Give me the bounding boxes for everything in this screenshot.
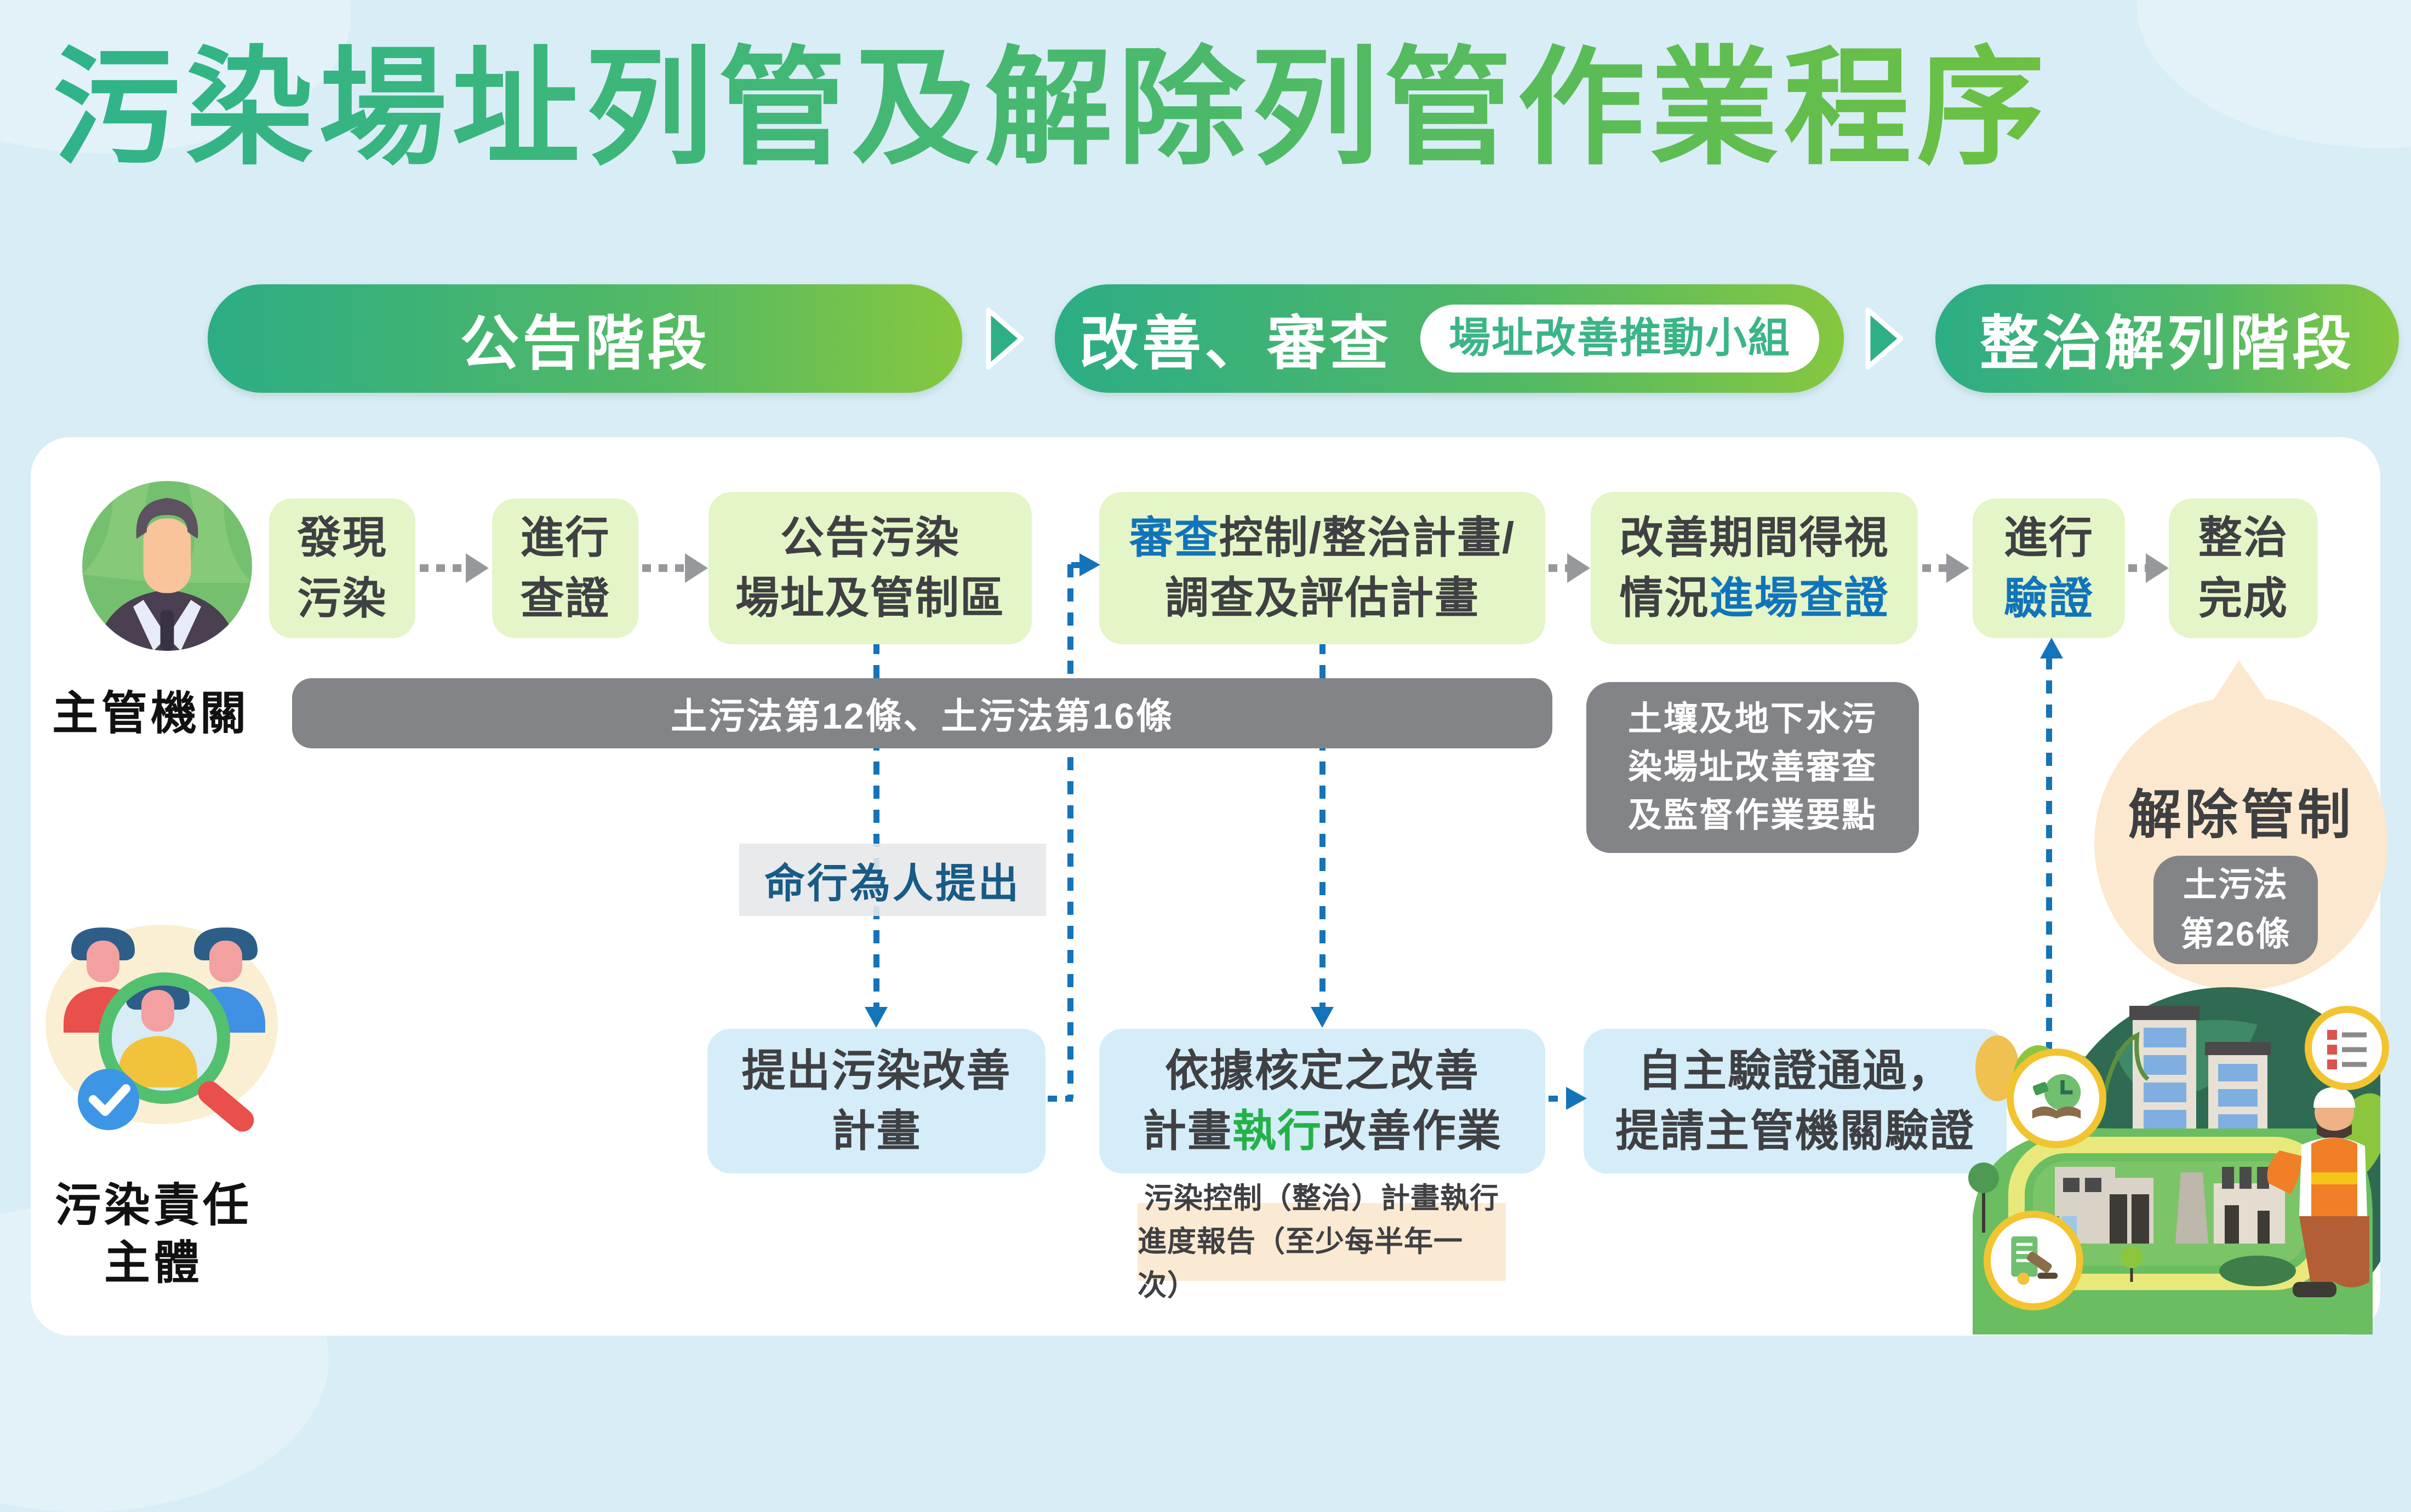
- note-text: 染場址改善審查: [1627, 748, 1877, 786]
- flow-box-text: 進行: [520, 513, 610, 563]
- flow-arrow-icon: [2146, 553, 2169, 583]
- law-text: 土污法: [2183, 866, 2288, 904]
- flow-box-text: 發現: [297, 513, 387, 563]
- release-title-text: 解除管制: [2128, 785, 2354, 845]
- stage-pill-improvement-review: 改善、審查 場址改善推動小組: [1055, 284, 1844, 393]
- note-text: 污染控制（整治）計畫執行: [1144, 1182, 1499, 1215]
- flow-box-site-inspect: 改善期間得視 情況進場查證: [1591, 492, 1918, 644]
- release-title: 解除管制: [2104, 771, 2378, 849]
- flow-box-text: 整治: [2198, 513, 2288, 563]
- checklist-icon: [2305, 1006, 2389, 1090]
- flow-arrow-icon: [420, 564, 466, 572]
- flow-box-text: 依據核定之改善: [1165, 1046, 1479, 1095]
- flow-box-text: 改善作業: [1322, 1107, 1502, 1155]
- law-bar: 土污法第12條、土污法第16條: [292, 678, 1552, 748]
- flow-box-text: 審查控制/整治計畫/: [1129, 508, 1515, 568]
- review-guideline-note: 土壤及地下水污 染場址改善審查 及監督作業要點: [1586, 682, 1919, 853]
- highlight-text: 執行: [1232, 1107, 1322, 1155]
- flow-box-complete: 整治 完成: [2169, 499, 2318, 638]
- flow-box-review-plan: 審查控制/整治計畫/ 調查及評估計畫: [1099, 492, 1545, 644]
- connector-announce-to-propose: [873, 641, 879, 1007]
- flow-box-text: 污染: [297, 574, 387, 623]
- arrow-right-icon: [1566, 1087, 1587, 1110]
- highlight-text: 審查: [1129, 513, 1219, 562]
- flow-box-text: 計畫: [1142, 1107, 1232, 1155]
- actor-label-text: 主管機關: [52, 688, 249, 739]
- actor-label-text: 主體: [104, 1237, 203, 1288]
- flow-box-text: 計畫執行改善作業: [1142, 1101, 1502, 1161]
- flow-box-text: 調查及評估計畫: [1165, 574, 1479, 622]
- flow-arrow-icon: [685, 553, 708, 583]
- official-avatar-icon: [82, 481, 252, 651]
- flow-box-text: 情況進場查證: [1620, 568, 1889, 628]
- order-label: 命行為人提出: [739, 844, 1046, 916]
- flow-box-text: 提出污染改善: [741, 1046, 1012, 1095]
- highlight-text: 驗證: [2004, 574, 2094, 623]
- flow-box-text: 進行: [2004, 513, 2094, 563]
- stage-label: 改善、審查: [1079, 310, 1392, 376]
- flow-box-text: 提請主管機關驗證: [1615, 1107, 1975, 1155]
- flow-arrow-icon: [642, 564, 686, 572]
- note-text: 土壤及地下水污: [1627, 700, 1877, 738]
- arrow-up-icon: [2040, 638, 2063, 658]
- stage-pill-announcement: 公告階段: [208, 284, 962, 393]
- connector-execute-to-selfverify: [1549, 1096, 1569, 1102]
- flow-box-text: 計畫: [831, 1107, 922, 1155]
- flow-arrow-icon: [1922, 564, 1950, 572]
- progress-report-note: 污染控制（整治）計畫執行 進度報告（至少每半年一次）: [1138, 1182, 1506, 1302]
- flow-box-text: 改善期間得視: [1619, 513, 1889, 562]
- arrow-down-icon: [1311, 1007, 1334, 1028]
- responsible-parties-icon: [45, 925, 278, 1132]
- flow-arrow-icon: [1567, 553, 1590, 583]
- stage-pill-remediation-delisting: 整治解列階段: [1935, 284, 2399, 393]
- connector-propose-to-review: [1067, 564, 1073, 1099]
- flow-box-validate: 進行 驗證: [1973, 499, 2125, 638]
- stage-badge: 場址改善推動小組: [1420, 305, 1819, 373]
- stage-arrow-icon: [1865, 307, 1904, 370]
- flow-box-verify: 進行 查證: [492, 499, 638, 638]
- background-cloud: [2137, 0, 2411, 148]
- stage-label: 公告階段: [460, 310, 710, 376]
- flow-box-text: 場址及管制區: [735, 574, 1005, 622]
- flow-box-propose: 提出污染改善 計畫: [707, 1029, 1045, 1173]
- actor-responsible-label: 污染責任 主體: [22, 1177, 285, 1292]
- release-law-box: 土污法 第26條: [2153, 856, 2318, 964]
- page-title: 污染場址列管及解除列管作業程序: [53, 26, 2113, 191]
- connector-selfverify-to-validate: [2046, 656, 2052, 1099]
- flow-box-text: 自主驗證通過，: [1638, 1046, 1952, 1095]
- law-bar-text: 土污法第12條、土污法第16條: [671, 696, 1174, 736]
- flow-arrow-icon: [466, 553, 489, 583]
- connector-review-to-execute: [1319, 641, 1326, 1007]
- flow-arrow-icon: [1946, 553, 1969, 583]
- book-clock-icon: [2007, 1049, 2106, 1148]
- note-text: 及監督作業要點: [1627, 797, 1877, 835]
- actor-label-text: 污染責任: [54, 1179, 252, 1231]
- flow-box-text: 完成: [2198, 574, 2288, 623]
- gavel-document-icon: [1984, 1211, 2083, 1310]
- flow-box-discover: 發現 污染: [269, 499, 415, 638]
- arrow-down-icon: [865, 1007, 888, 1028]
- connector-review-stub: [1071, 562, 1085, 568]
- connector-propose-stub: [1048, 1096, 1073, 1102]
- stage-label: 整治解列階段: [1979, 310, 2355, 376]
- flow-box-announce: 公告污染 場址及管制區: [709, 492, 1032, 644]
- flow-arrow-icon: [1549, 564, 1569, 572]
- highlight-text: 進場查證: [1709, 574, 1889, 622]
- flow-box-text: 情況: [1619, 574, 1710, 622]
- law-text: 第26條: [2180, 915, 2291, 953]
- flow-box-text: 控制/整治計畫/: [1219, 513, 1516, 562]
- actor-authority-label: 主管機關: [33, 685, 268, 742]
- arrow-right-icon: [1079, 553, 1100, 576]
- flow-box-execute: 依據核定之改善 計畫執行改善作業: [1099, 1029, 1545, 1173]
- flow-box-self-verify: 自主驗證通過， 提請主管機關驗證: [1584, 1029, 2007, 1173]
- stage-arrow-icon: [986, 307, 1024, 370]
- worker-figure: [2267, 1087, 2369, 1297]
- flow-arrow-icon: [2128, 564, 2148, 572]
- flow-box-text: 公告污染: [780, 513, 960, 562]
- order-text: 命行為人提出: [764, 860, 1021, 906]
- note-text: 進度報告（至少每半年一次）: [1138, 1225, 1463, 1302]
- flow-box-text: 查證: [520, 574, 610, 623]
